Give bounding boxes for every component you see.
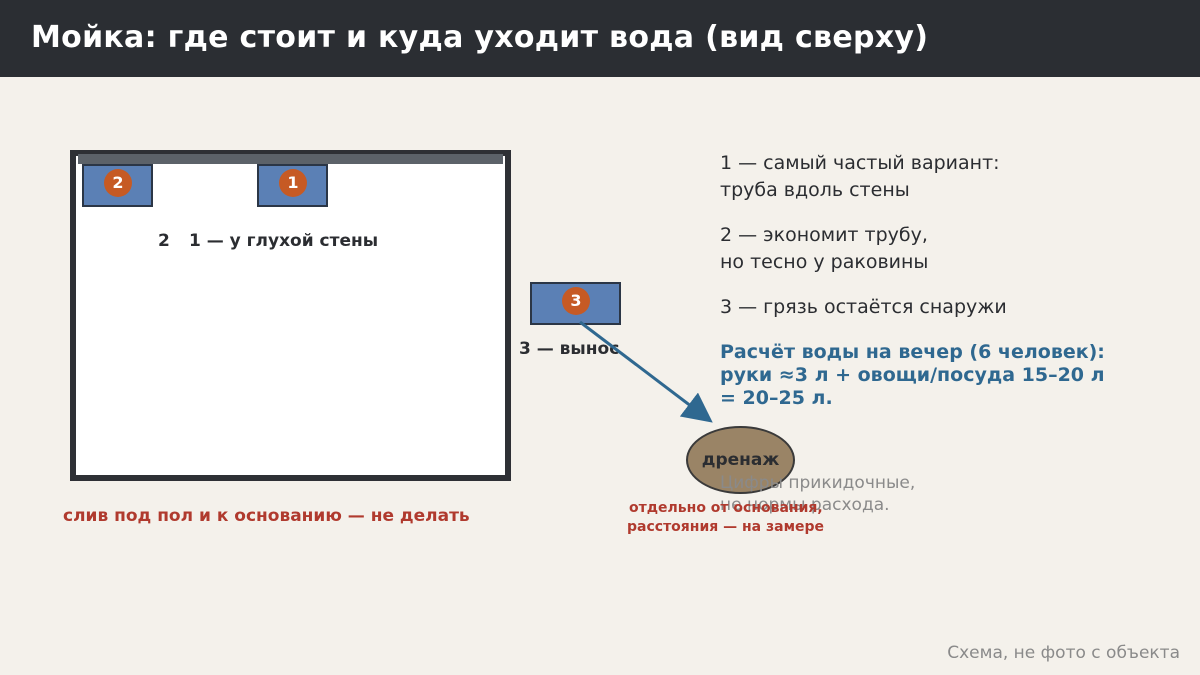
page-title: Мойка: где стоит и куда уходит вода (вид… xyxy=(31,20,929,55)
drain-warning-line-1: отдельно от основания, xyxy=(629,500,823,516)
header-bar: Мойка: где стоит и куда уходит вода (вид… xyxy=(0,0,1200,77)
blank-wall xyxy=(78,154,503,164)
badge-3: 3 xyxy=(562,287,590,315)
disclaimer-line-1: Цифры прикидочные, xyxy=(720,473,916,493)
option-3-label: 3 — вынос xyxy=(519,339,620,359)
disclaimer-line-2: не нормы расхода. xyxy=(720,495,890,515)
note-option-2-line-1: 2 — экономит трубу, xyxy=(720,224,928,246)
drain-pit xyxy=(686,426,795,494)
note-option-3: 3 — грязь остаётся снаружи xyxy=(720,294,1007,321)
room-label-1: 1 — у глухой стены xyxy=(189,231,379,251)
badge-1: 1 xyxy=(279,169,307,197)
sink-option-3: 3 xyxy=(530,282,621,325)
sink-option-2: 2 xyxy=(82,164,153,207)
badge-2: 2 xyxy=(104,169,132,197)
note-option-1-line-1: 1 — самый частый вариант: xyxy=(720,152,1000,174)
drain-warning-line-2: расстояния — на замере xyxy=(627,519,825,535)
room-label-2: 2 xyxy=(158,231,170,251)
drain-label: дренаж xyxy=(701,450,780,470)
calc-line-1: Расчёт воды на вечер (6 человек): xyxy=(720,341,1105,363)
sink-option-1: 1 xyxy=(257,164,328,207)
water-calculation: Расчёт воды на вечер (6 человек): руки ≈… xyxy=(720,341,1105,410)
calc-line-3: = 20–25 л. xyxy=(720,387,833,409)
note-option-3-line-1: 3 — грязь остаётся снаружи xyxy=(720,296,1007,318)
note-option-2-line-2: но тесно у раковины xyxy=(720,251,929,273)
note-option-1-line-2: труба вдоль стены xyxy=(720,179,910,201)
room-warning: слив под пол и к основанию — не делать xyxy=(63,506,470,526)
footer-caption: Схема, не фото с объекта xyxy=(947,643,1180,663)
note-option-2: 2 — экономит трубу, но тесно у раковины xyxy=(720,222,928,276)
note-option-1: 1 — самый частый вариант: труба вдоль ст… xyxy=(720,150,1000,204)
calc-line-2: руки ≈3 л + овощи/посуда 15–20 л xyxy=(720,364,1105,386)
